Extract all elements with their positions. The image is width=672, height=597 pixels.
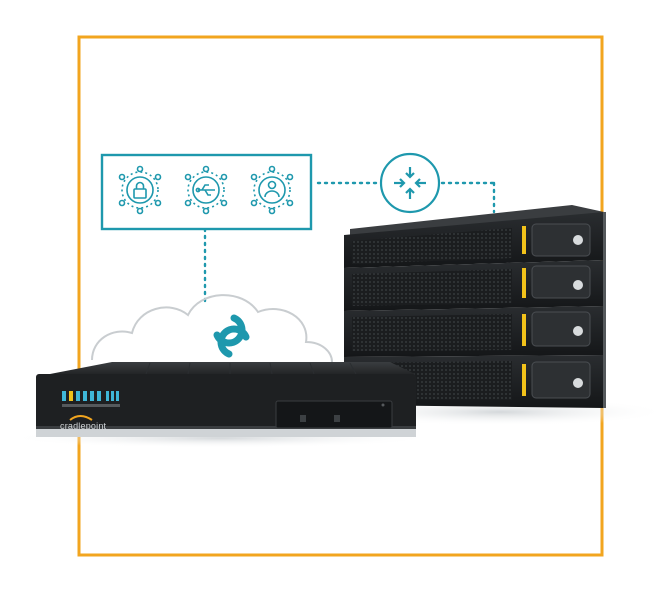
server-stack xyxy=(344,205,606,408)
cloud-icon xyxy=(91,294,333,363)
router-icon xyxy=(379,152,441,214)
server-unit xyxy=(344,260,606,311)
connector-lines xyxy=(203,181,496,304)
user-network-icon xyxy=(250,165,294,215)
brand-logo-icon xyxy=(69,415,93,421)
status-leds xyxy=(62,391,120,407)
lock-network-icon xyxy=(118,165,162,215)
netcloud-logo-icon xyxy=(213,314,250,358)
router-device xyxy=(36,362,416,437)
server-unit xyxy=(344,212,606,268)
router-brand-label: cradlepoint xyxy=(60,421,107,431)
usb-network-icon xyxy=(184,165,228,215)
server-unit xyxy=(344,306,606,357)
